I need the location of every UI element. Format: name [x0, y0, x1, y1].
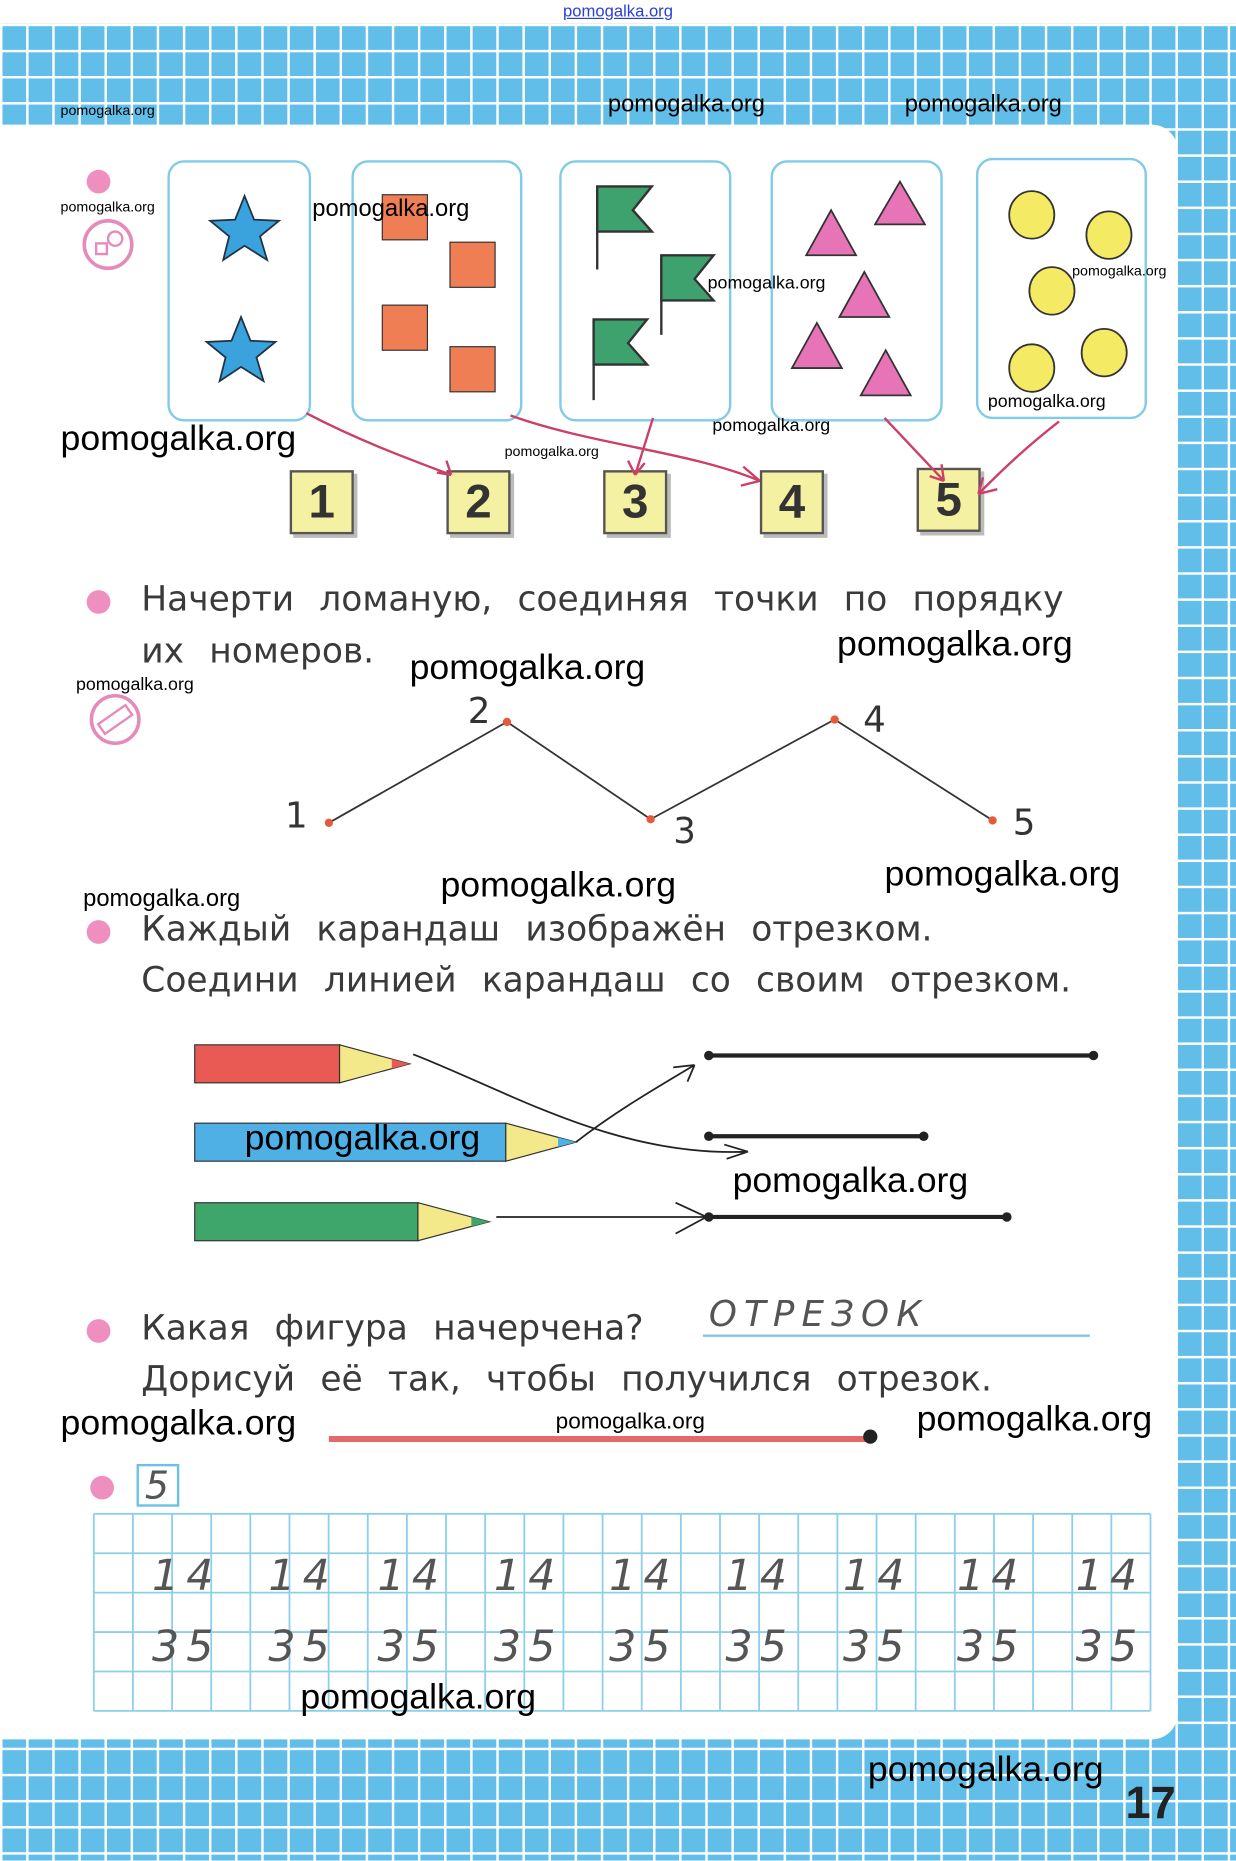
- watermark: pomogalka.org: [244, 1118, 481, 1158]
- watermark: pomogalka.org: [312, 195, 470, 223]
- watermark: pomogalka.org: [837, 624, 1073, 664]
- watermark: pomogalka.org: [83, 885, 241, 912]
- stars-icon: [204, 193, 282, 384]
- handwritten-number: 35: [268, 1623, 337, 1672]
- box-number: 5: [144, 1462, 170, 1508]
- watermark: pomogalka.org: [916, 1399, 1153, 1440]
- handwritten-number: 35: [842, 1623, 912, 1672]
- squares-icon: [381, 194, 496, 393]
- number-box-2: 2: [446, 470, 511, 535]
- watermark: pomogalka.org: [707, 272, 826, 293]
- page-number: 17: [1125, 1778, 1176, 1829]
- task3-text-line1: Каждый карандаш изображён отрезком.: [141, 908, 933, 949]
- watermark: pomogalka.org: [607, 91, 765, 118]
- handwritten-number: 35: [1075, 1623, 1145, 1672]
- watermark: pomogalka.org: [75, 673, 194, 694]
- watermark: pomogalka.org: [712, 414, 831, 436]
- number-box-1: 1: [289, 470, 354, 535]
- handwritten-number: 35: [493, 1623, 563, 1672]
- group-card-stars: [167, 160, 312, 422]
- task3-text-line2: Соедини линией карандаш со своим отрезко…: [141, 959, 1072, 1000]
- number-box-5: 5: [916, 467, 981, 532]
- watermark: pomogalka.org: [300, 1677, 537, 1717]
- watermark: pomogalka.org: [987, 391, 1106, 412]
- point-label-4: 4: [863, 699, 886, 741]
- watermark: pomogalka.org: [732, 1161, 969, 1201]
- handwritten-number: 14: [725, 1551, 795, 1601]
- group-card-triangles: [770, 160, 943, 422]
- task4-answer: ОТРЕЗОК: [708, 1294, 929, 1336]
- number-box-3: 3: [603, 470, 668, 535]
- top-site-link[interactable]: pomogalka.org: [563, 1, 673, 21]
- task2-text-line1: Начерти ломаную, соединяя точки по поряд…: [141, 578, 1064, 619]
- watermark: pomogalka.org: [60, 1403, 297, 1443]
- handwritten-number: 35: [151, 1623, 221, 1672]
- handwritten-number: 14: [609, 1551, 678, 1601]
- watermark: pomogalka.org: [504, 442, 599, 460]
- task-bullet: [86, 590, 111, 614]
- watermark: pomogalka.org: [867, 1750, 1104, 1790]
- handwritten-number: 14: [377, 1551, 447, 1601]
- watermark: pomogalka.org: [409, 648, 646, 688]
- handwritten-number: 14: [493, 1551, 563, 1601]
- point-label-1: 1: [284, 795, 308, 838]
- watermark: pomogalka.org: [60, 198, 155, 215]
- watermark: pomogalka.org: [904, 91, 1062, 118]
- task4-text-line2: Дорисуй её так, чтобы получился отрезок.: [141, 1358, 992, 1399]
- task-bullet: [86, 169, 111, 194]
- task-bullet: [90, 1475, 114, 1500]
- handwritten-number: 14: [956, 1551, 1026, 1601]
- point-label-2: 2: [467, 691, 491, 733]
- watermark: pomogalka.org: [884, 854, 1121, 895]
- watermark: pomogalka.org: [60, 419, 297, 459]
- handwritten-number: 14: [842, 1551, 912, 1601]
- watermark: pomogalka.org: [1072, 262, 1167, 280]
- handwritten-number: 35: [377, 1623, 447, 1672]
- task2-text-line2: их номеров.: [141, 630, 375, 671]
- circles-icon: [1008, 190, 1133, 393]
- task4-question: Какая фигура начерчена?: [141, 1307, 644, 1348]
- group-card-flags: [559, 160, 732, 422]
- number-box-4: 4: [759, 470, 824, 535]
- triangles-icon: [790, 179, 927, 397]
- watermark: pomogalka.org: [555, 1408, 705, 1434]
- handwritten-number: 14: [151, 1551, 221, 1601]
- handwritten-number: 35: [725, 1623, 795, 1672]
- handwritten-number: 35: [609, 1623, 678, 1672]
- handwritten-number: 35: [956, 1623, 1026, 1672]
- group-card-squares: [351, 160, 523, 422]
- task-bullet: [86, 1319, 111, 1343]
- shapes-icon: [82, 219, 134, 271]
- handwritten-number: 14: [1075, 1551, 1145, 1601]
- point-label-3: 3: [673, 810, 696, 853]
- watermark: pomogalka.org: [60, 102, 155, 119]
- task-bullet: [86, 920, 111, 944]
- handwritten-number: 14: [268, 1551, 337, 1601]
- flags-icon: [592, 185, 717, 401]
- watermark: pomogalka.org: [440, 865, 677, 905]
- group-card-circles: [975, 157, 1147, 420]
- point-label-5: 5: [1012, 802, 1036, 845]
